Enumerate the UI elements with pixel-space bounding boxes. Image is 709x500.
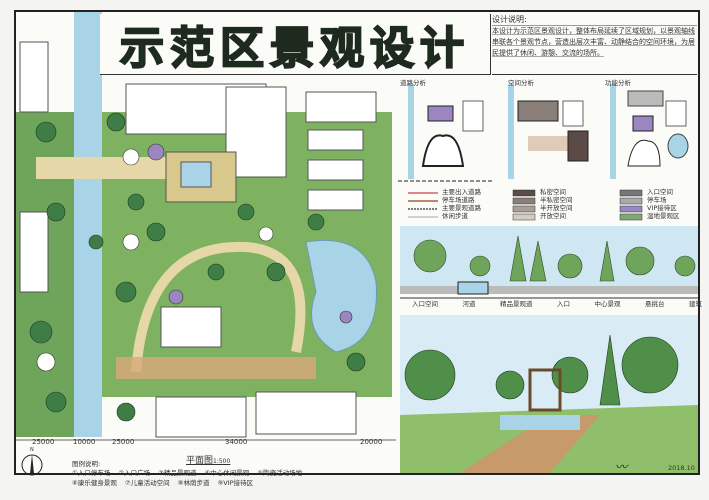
legend-item: 半开放空间 [540,204,573,212]
dimension: 25000 [32,438,55,446]
legend-item: ③精品景观道 [158,469,197,477]
section-label: 悬挑台 [645,300,665,308]
poster-title: 示范区景观设计 [100,14,491,75]
pond [305,239,377,353]
legend-item: 半私密空间 [540,196,573,204]
legend-item: ④中心休闲景观 [204,469,250,477]
section-label: 建筑 [689,300,702,308]
space-legend: 私密空间 半私密空间 半开放空间 开放空间 [540,188,573,220]
north-label: N [30,447,34,453]
description-text: 本设计为示范区景观设计，整体布局延续了区域规划，以景观轴线串联各个景观节点，营造… [492,25,697,57]
section-labels: 入口空间 河道 精品景观道 入口 中心景观 悬挑台 建筑 [412,298,702,308]
section-label: 中心景观 [594,300,621,308]
dimension: 25000 [112,438,135,446]
central-path [131,241,306,373]
legend-row-1: ①入口停车场 ②入口广场 ③精品景观道 ④中心休闲景观 ⑤陶瓷活动场地 [72,467,302,477]
north-arrow-icon [21,454,43,476]
section-label: 入口 [557,300,570,308]
legend-item: 主要景观道路 [442,204,481,212]
dimension: 10000 [73,438,96,446]
design-description: 设计说明: 本设计为示范区景观设计，整体布局延续了区域规划，以景观轴线串联各个景… [492,14,697,75]
legend-item: 入口空间 [647,188,673,196]
legend-item: 停车场 [647,196,667,204]
dimension: 34000 [225,438,248,446]
trees [29,112,366,422]
plan-title: 平面图1:500 [186,453,230,466]
legend-item: ⑥康乐健身景观 [72,479,117,487]
function-analysis-title: 功能分析 [605,79,631,87]
legend-item: ⑧林荫步道 [177,479,210,487]
perspective-drawing [400,315,698,473]
road-analysis-title: 道路分析 [400,79,426,87]
road-legend: 主要出入道路 停车场道路 主要景观道路 休闲步道 [442,188,481,220]
legend-item: 停车场道路 [442,196,475,204]
legend-item: 湿地景观区 [647,212,680,220]
legend-item: ⑨VIP接待区 [217,479,254,487]
description-heading: 设计说明: [492,15,527,24]
plan-title-text: 平面图 [186,456,214,466]
legend-item: ⑦儿童活动空间 [124,479,170,487]
signature: 〰 [615,460,628,474]
legend-item: VIP接待区 [647,204,677,212]
legend-row-2: ⑥康乐健身景观 ⑦儿童活动空间 ⑧林荫步道 ⑨VIP接待区 [72,477,254,487]
legend-item: 主要出入道路 [442,188,481,196]
entrance-path [36,157,196,179]
section-label: 精品景观道 [500,300,533,308]
legend-item: 私密空间 [540,188,566,196]
legend-item: ①入口停车场 [72,469,111,477]
legend-title: 图例说明: [72,460,101,468]
legend-item: ⑤陶瓷活动场地 [257,469,303,477]
function-legend: 入口空间 停车场 VIP接待区 湿地景观区 [647,188,680,220]
master-plan [16,12,396,442]
legend-item: ②入口广场 [118,469,151,477]
legend-item: 休闲步道 [442,212,468,220]
space-analysis-diagram [508,84,589,179]
legend-item: 开放空间 [540,212,566,220]
function-analysis-diagram [610,84,689,179]
section-label: 入口空间 [412,300,438,308]
section-drawing [400,226,698,299]
river [74,12,102,437]
space-analysis-title: 空间分析 [508,79,534,87]
date: 2018.10 [668,464,695,472]
plan-scale: 1:500 [213,458,231,465]
road-analysis-diagram [398,84,493,182]
dimension: 20000 [360,438,383,446]
section-label: 河道 [462,300,476,308]
analysis-diagrams [398,84,689,221]
